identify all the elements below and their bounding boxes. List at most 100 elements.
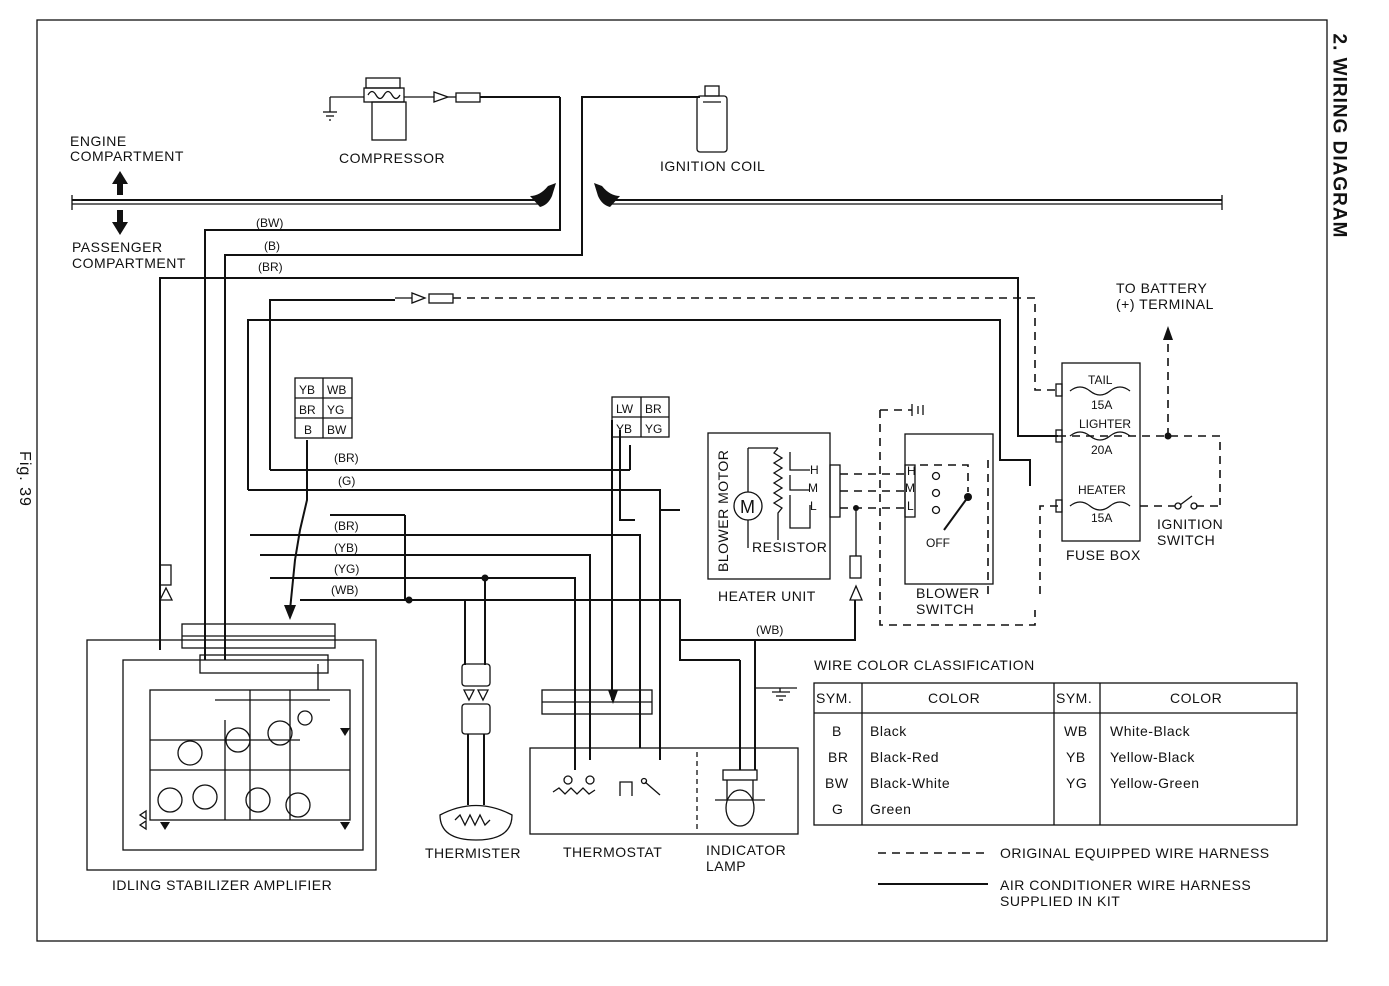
legend-original: ORIGINAL EQUIPPED WIRE HARNESS: [1000, 845, 1270, 861]
fuse-tail-rating: 15A: [1091, 398, 1112, 412]
fuse-box: TAIL 15A LIGHTER 20A HEATER 15A: [1055, 362, 1141, 542]
table-sym-yb: YB: [1066, 749, 1086, 765]
blower-pos-m: M: [905, 481, 915, 495]
table-sym-yg: YG: [1066, 775, 1087, 791]
table-color-g: Green: [870, 801, 911, 817]
arrow-down-icon: [112, 210, 128, 235]
fuse-heater-name: HEATER: [1078, 483, 1126, 497]
resistor-label: RESISTOR: [752, 539, 827, 555]
table-color-b: Black: [870, 723, 907, 739]
conn-left-pin-6: BW: [327, 423, 347, 437]
tag-yb: (YB): [334, 541, 358, 555]
ground-icon: [755, 687, 797, 701]
legend-ac-2: SUPPLIED IN KIT: [1000, 893, 1120, 909]
conn-left-pin-2: WB: [327, 383, 346, 397]
tag-wb: (WB): [331, 583, 358, 597]
ignition-switch-label-2: SWITCH: [1157, 532, 1215, 548]
junction-dot: [481, 574, 489, 582]
resistor-icon: [772, 447, 784, 530]
connector-left: YB WB BR YG B BW: [294, 377, 353, 439]
amplifier-label: IDLING STABILIZER AMPLIFIER: [112, 877, 332, 893]
blower-pos-off: OFF: [926, 536, 950, 550]
fuse-lighter-name: LIGHTER: [1079, 417, 1131, 431]
page-frame: [36, 19, 1328, 942]
table-color-yb: Yellow-Black: [1110, 749, 1195, 765]
ignition-coil-icon: [696, 85, 728, 153]
conn-right-pin-1: LW: [616, 402, 634, 416]
conn-right-pin-4: YG: [645, 422, 662, 436]
tag-yg: (YG): [334, 562, 359, 576]
table-sym-br: BR: [828, 749, 848, 765]
table-sym-b: B: [832, 723, 842, 739]
grommet-left-icon: [530, 183, 556, 207]
table-color-yg: Yellow-Green: [1110, 775, 1200, 791]
battery-feed-wires: [1058, 326, 1221, 510]
fuse-tail-name: TAIL: [1088, 373, 1113, 387]
compressor-icon: [323, 77, 560, 141]
blower-switch-label-1: BLOWER: [916, 585, 980, 601]
heater-pos-m: M: [808, 481, 818, 495]
tag-br-top: (BR): [258, 260, 283, 274]
engine-label-1: ENGINE: [70, 133, 127, 149]
conn-left-pin-3: BR: [299, 403, 316, 417]
table-color-wb: White-Black: [1110, 723, 1191, 739]
indicator-lamp-label-1: INDICATOR: [706, 842, 786, 858]
table-sym-bw: BW: [825, 775, 849, 791]
blower-motor-label: BLOWER MOTOR: [715, 450, 731, 572]
blower-wires: [840, 473, 905, 556]
junction-dot: [405, 596, 413, 604]
heater-unit: BLOWER MOTOR M RESISTOR H M L: [707, 432, 841, 580]
passenger-label-2: COMPARTMENT: [72, 255, 186, 271]
figure-label: Fig. 39: [15, 451, 33, 507]
thermostat-label: THERMOSTAT: [563, 844, 662, 860]
conn-right-pin-3: YB: [616, 422, 632, 436]
table-header-sym-2: SYM.: [1056, 690, 1092, 706]
fuse-box-label: FUSE BOX: [1066, 547, 1141, 563]
connector-right: LW BR YB YG: [611, 396, 670, 438]
indicator-lamp-icon: [715, 769, 765, 827]
original-harness-wires: [395, 292, 1058, 626]
tag-br-low: (BR): [334, 519, 359, 533]
thermister-label: THERMISTER: [425, 845, 521, 861]
wire-color-table: WIRE COLOR CLASSIFICATION SYM. COLOR SYM…: [813, 657, 1298, 826]
blower-pos-l: L: [907, 499, 914, 513]
conn-left-pin-4: YG: [327, 403, 344, 417]
conn-left-pin-1: YB: [299, 383, 315, 397]
passenger-label-1: PASSENGER: [72, 239, 163, 255]
tag-wb-blower: (WB): [756, 623, 783, 637]
firewall-line: [71, 195, 1223, 210]
tag-br-mid: (BR): [334, 451, 359, 465]
heater-unit-label: HEATER UNIT: [718, 588, 816, 604]
compressor-label: COMPRESSOR: [339, 150, 445, 166]
engine-label-2: COMPARTMENT: [70, 148, 184, 164]
arrow-up-icon: [112, 171, 128, 195]
grommet-right-icon: [594, 183, 620, 207]
blower-pos-h: H: [907, 464, 916, 478]
legend-ac-1: AIR CONDITIONER WIRE HARNESS: [1000, 877, 1251, 893]
legend: ORIGINAL EQUIPPED WIRE HARNESS AIR CONDI…: [878, 845, 1270, 909]
motor-symbol: M: [740, 497, 755, 517]
table-sym-wb: WB: [1064, 723, 1088, 739]
battery-label-1: TO BATTERY: [1116, 280, 1208, 296]
tag-b: (B): [264, 239, 280, 253]
heater-pos-h: H: [810, 463, 819, 477]
table-sym-g: G: [832, 801, 843, 817]
wire-color-table-title: WIRE COLOR CLASSIFICATION: [814, 657, 1035, 673]
table-header-color-2: COLOR: [1170, 690, 1222, 706]
inline-fuse-left-icon: [158, 564, 174, 601]
tag-g: (G): [338, 474, 355, 488]
blower-switch: H M L OFF: [904, 433, 994, 585]
section-title: 2. WIRING DIAGRAM: [1328, 33, 1350, 239]
table-color-br: Black-Red: [870, 749, 939, 765]
thermostat-box: [529, 689, 799, 835]
indicator-lamp-label-2: LAMP: [706, 858, 746, 874]
table-color-bw: Black-White: [870, 775, 950, 791]
idling-stabilizer-amplifier: [86, 623, 377, 871]
battery-label-2: (+) TERMINAL: [1116, 296, 1214, 312]
ignition-coil-label: IGNITION COIL: [660, 158, 765, 174]
conn-right-pin-2: BR: [645, 402, 662, 416]
inline-fuse-blower-icon: [849, 555, 863, 601]
thermister-icon: [439, 663, 513, 841]
